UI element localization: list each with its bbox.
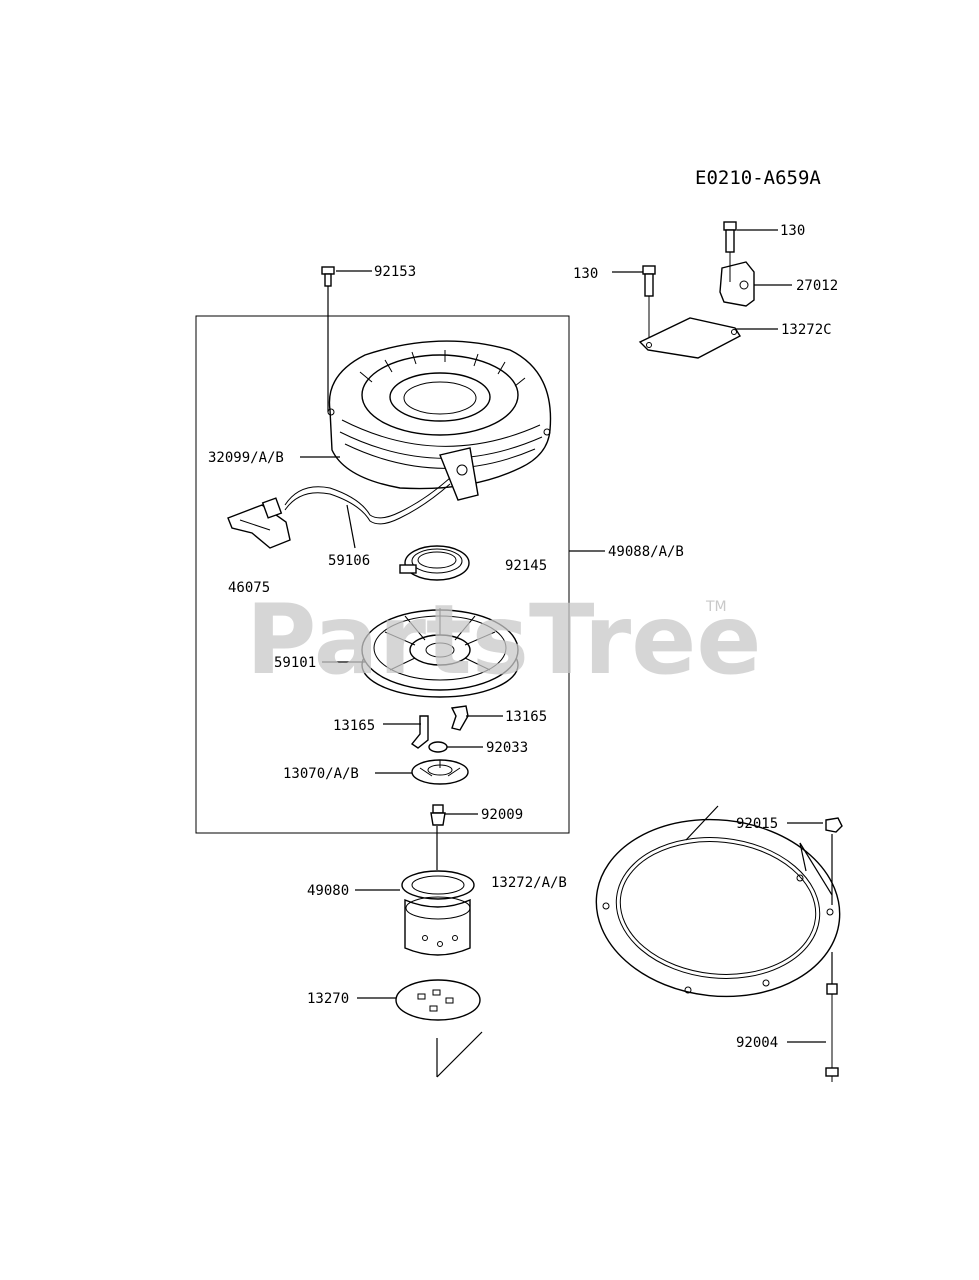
bolt-130-left-drawing [642, 265, 656, 338]
label-46075: 46075 [228, 580, 270, 596]
label-13165-right: 13165 [505, 709, 547, 725]
reel-pulley-drawing [361, 608, 519, 698]
cover-plate-drawing [638, 317, 741, 359]
bolt-130-right-drawing [723, 221, 737, 282]
bracket-drawing [719, 261, 755, 307]
label-13070: 13070/A/B [283, 766, 359, 782]
label-13272c: 13272C [781, 322, 832, 338]
label-92145: 92145 [505, 558, 547, 574]
ratchet-left-drawing [410, 715, 429, 749]
ratchet-right-drawing [450, 705, 469, 731]
label-59106: 59106 [328, 553, 370, 569]
label-32099: 32099/A/B [208, 450, 284, 466]
watermark-trademark: TM [705, 599, 727, 615]
starter-housing-drawing [327, 340, 552, 501]
label-92004: 92004 [736, 1035, 778, 1051]
label-92009: 92009 [481, 807, 523, 823]
bolt-92153-drawing [321, 266, 335, 287]
label-49088: 49088/A/B [608, 544, 684, 560]
gasket-ring-drawing [595, 818, 841, 998]
break-line-right [685, 805, 719, 841]
ratchet-guide-drawing [411, 759, 469, 785]
bolt-92004-drawing [825, 983, 839, 1082]
nut-92015-drawing [825, 817, 843, 833]
screw-92009-drawing [430, 804, 446, 826]
label-13270: 13270 [307, 991, 349, 1007]
starter-cup-drawing [401, 870, 475, 956]
plate-13270-drawing [395, 979, 481, 1021]
diagram-code: E0210-A659A [695, 167, 821, 189]
oring-drawing [428, 741, 448, 753]
label-49080: 49080 [307, 883, 349, 899]
label-130-left: 130 [573, 266, 598, 282]
label-13165-left: 13165 [333, 718, 375, 734]
label-59101: 59101 [274, 655, 316, 671]
label-130-right: 130 [780, 223, 805, 239]
spiral-spring-drawing [399, 545, 470, 581]
label-27012: 27012 [796, 278, 838, 294]
label-13272ab: 13272/A/B [491, 875, 567, 891]
rope-handle-drawing [227, 477, 451, 549]
label-92153: 92153 [374, 264, 416, 280]
watermark: PartsTree [246, 584, 761, 696]
assembly-frame [195, 315, 570, 834]
label-92015: 92015 [736, 816, 778, 832]
label-92033: 92033 [486, 740, 528, 756]
